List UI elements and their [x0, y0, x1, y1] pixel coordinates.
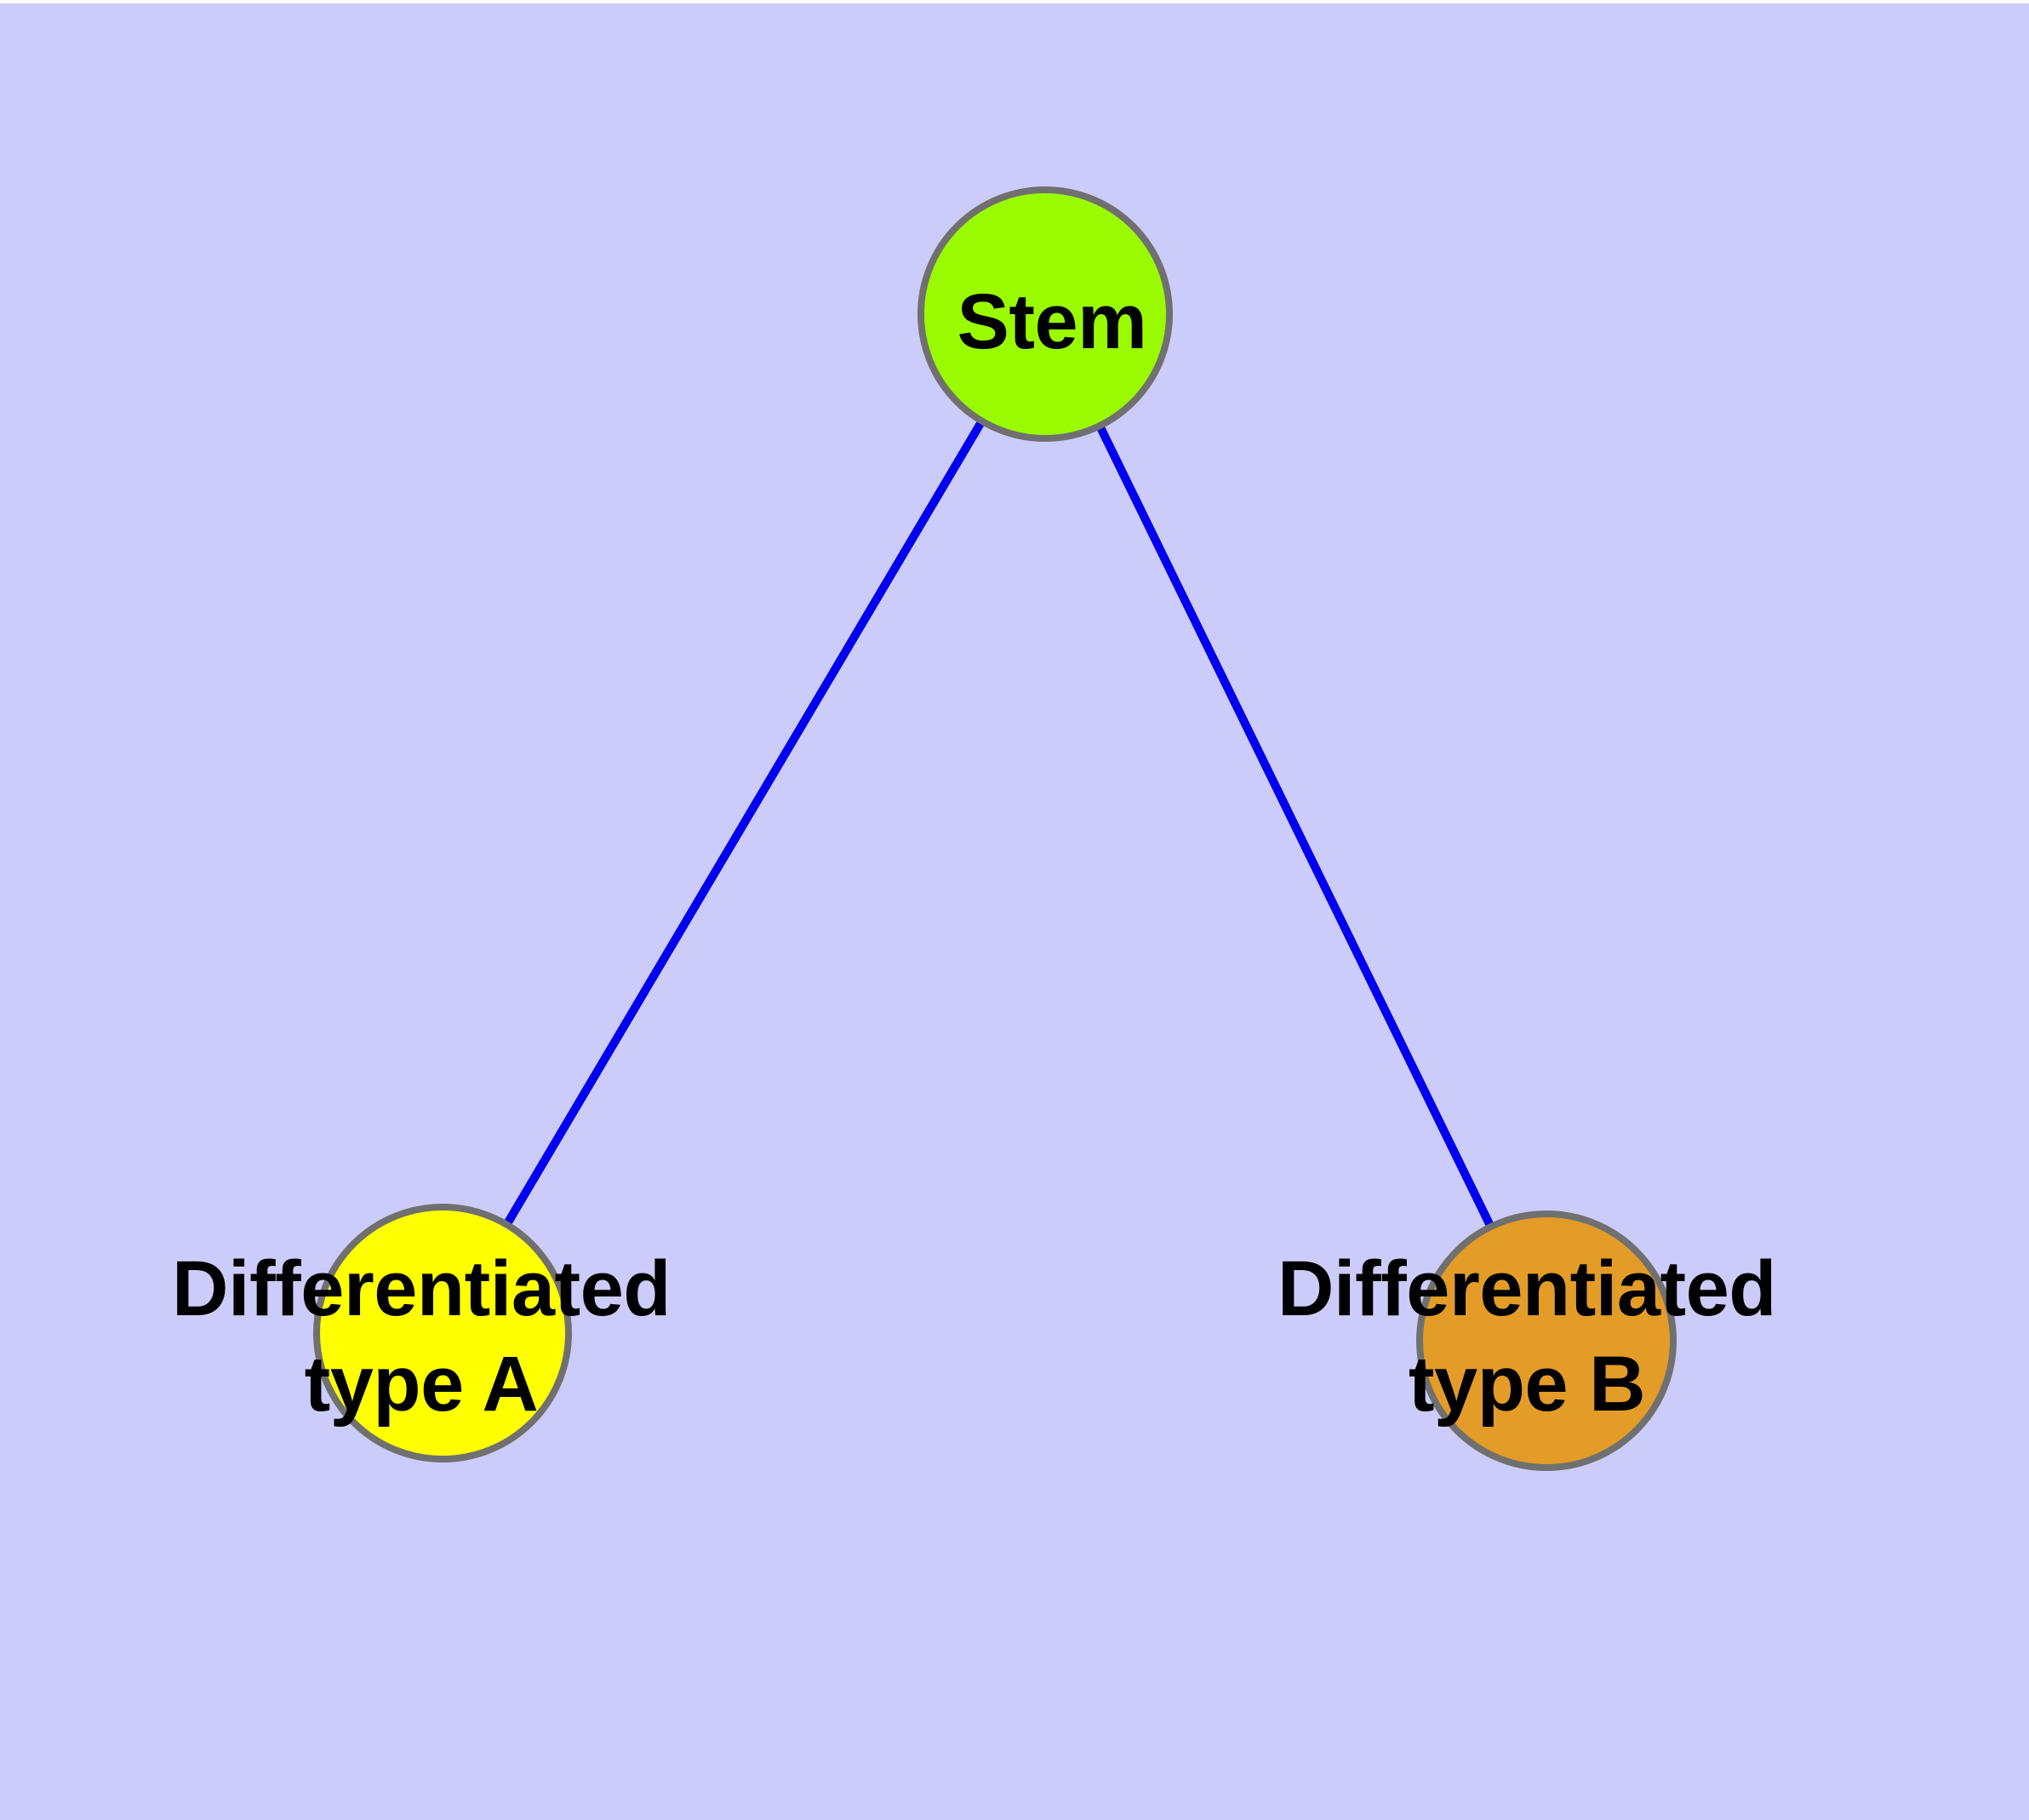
node-diff_a[interactable]: [313, 1204, 572, 1462]
node-layer: [313, 186, 1677, 1471]
edge-stem-diff-a[interactable]: [504, 420, 985, 1226]
node-diff_b[interactable]: [1416, 1210, 1677, 1471]
edge-stem-diff-b[interactable]: [1096, 425, 1495, 1228]
edge-layer: [504, 420, 1495, 1228]
node-stem[interactable]: [917, 186, 1173, 442]
